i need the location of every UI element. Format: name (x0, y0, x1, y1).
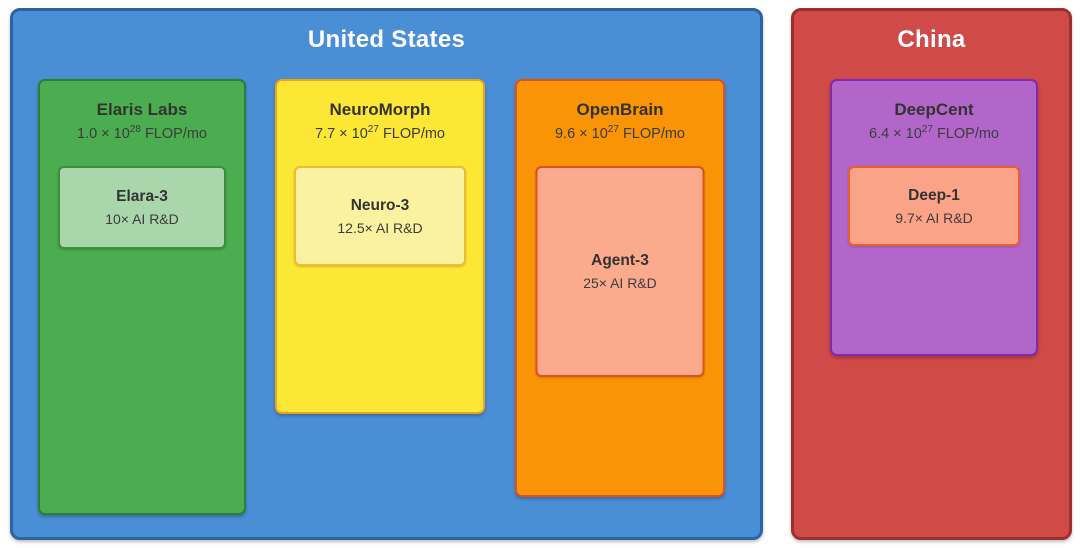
model-rnd-multiplier: 25× AI R&D (583, 275, 657, 291)
flop-exponent: 27 (367, 124, 379, 136)
flop-exponent: 27 (921, 124, 933, 136)
lab-compute: 9.6 × 1027 FLOP/mo (517, 124, 723, 142)
flop-prefix: 9.6 × 10 (554, 126, 608, 142)
lab-compute: 1.0 × 1028 FLOP/mo (40, 124, 244, 142)
model-deep-1: Deep-1 9.7× AI R&D (848, 166, 1020, 246)
lab-elaris-labs: Elaris Labs 1.0 × 1028 FLOP/mo Elara-3 1… (38, 79, 246, 515)
model-neuro-3: Neuro-3 12.5× AI R&D (294, 166, 466, 266)
model-rnd-multiplier: 9.7× AI R&D (895, 209, 973, 226)
flop-prefix: 7.7 × 10 (314, 126, 368, 142)
flop-suffix: FLOP/mo (140, 126, 207, 142)
flop-suffix: FLOP/mo (618, 126, 685, 142)
lab-name: Elaris Labs (96, 100, 188, 119)
model-name: Elara-3 (116, 188, 168, 205)
region-china: China DeepCent 6.4 × 1027 FLOP/mo Deep-1… (791, 8, 1072, 540)
lab-name: NeuroMorph (329, 100, 431, 119)
model-name: Agent-3 (591, 252, 649, 269)
lab-deepcent: DeepCent 6.4 × 1027 FLOP/mo Deep-1 9.7× … (830, 79, 1038, 356)
lab-compute: 7.7 × 1027 FLOP/mo (277, 124, 483, 142)
flop-exponent: 27 (607, 124, 619, 136)
model-elara-3: Elara-3 10× AI R&D (58, 166, 226, 249)
region-title-united-states: United States (307, 26, 466, 53)
lab-neuromorph: NeuroMorph 7.7 × 1027 FLOP/mo Neuro-3 12… (275, 79, 485, 414)
lab-name: OpenBrain (576, 100, 664, 119)
flop-exponent: 28 (129, 124, 141, 136)
region-title-china: China (897, 26, 966, 53)
flop-suffix: FLOP/mo (932, 126, 999, 142)
lab-compute: 6.4 × 1027 FLOP/mo (832, 124, 1036, 142)
model-name: Deep-1 (908, 186, 960, 204)
model-agent-3: Agent-3 25× AI R&D (535, 166, 705, 377)
model-name: Neuro-3 (350, 196, 410, 214)
flop-suffix: FLOP/mo (378, 126, 445, 142)
model-rnd-multiplier: 10× AI R&D (105, 211, 179, 227)
region-united-states: United States Elaris Labs 1.0 × 1028 FLO… (10, 8, 763, 540)
model-rnd-multiplier: 12.5× AI R&D (337, 219, 423, 236)
lab-name: DeepCent (894, 100, 974, 119)
flop-prefix: 1.0 × 10 (76, 126, 130, 142)
flop-prefix: 6.4 × 10 (868, 126, 922, 142)
lab-openbrain: OpenBrain 9.6 × 1027 FLOP/mo Agent-3 25×… (515, 79, 725, 497)
